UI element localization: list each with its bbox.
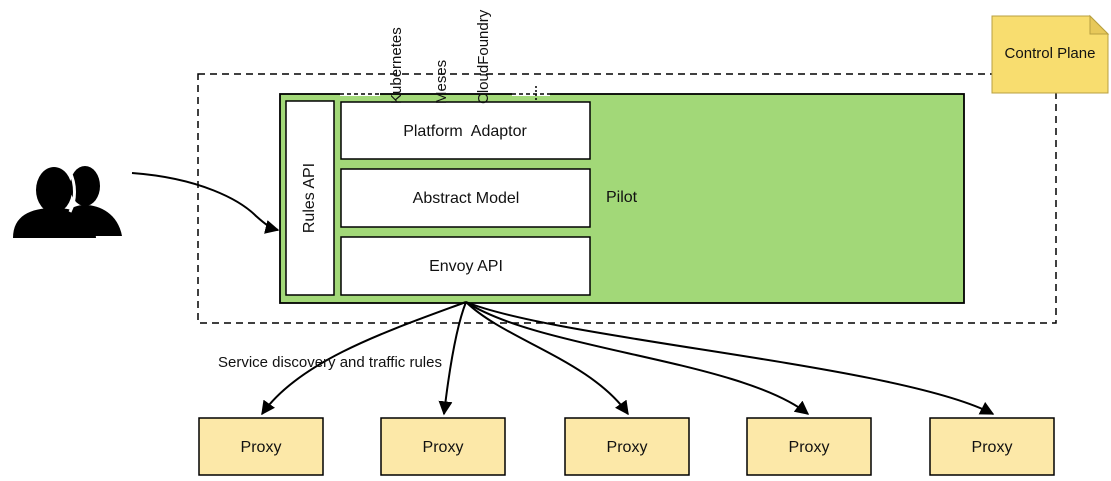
proxy-label-3: Proxy: [607, 439, 648, 456]
proxy-label-1: Proxy: [241, 439, 282, 456]
rules-api-label: Rules API: [301, 163, 318, 233]
envoy-api-label: Envoy API: [429, 258, 503, 275]
proxy-label-4: Proxy: [789, 439, 830, 456]
platform-label-kubernetes: Kubernetes: [388, 27, 405, 104]
proxy-box-2: [380, 417, 506, 476]
platform-label-cloudfoundry: CloudFoundry: [475, 9, 492, 104]
platform-adaptor-box: [340, 101, 591, 160]
platform-label-meses: Meses: [433, 60, 450, 104]
service-discovery-label: Service discovery and traffic rules: [218, 354, 442, 371]
rules-api-box: [285, 100, 335, 296]
distribution-arrows: [261, 301, 995, 416]
proxy-box-5: [929, 417, 1055, 476]
proxy-label-5: Proxy: [972, 439, 1013, 456]
control-plane-note: [991, 14, 1110, 94]
envoy-api-box: [340, 236, 591, 296]
pilot-label: Pilot: [606, 189, 638, 206]
control-plane-boundary: [197, 73, 1057, 324]
platform-adaptor-label: Platform Adaptor: [403, 123, 527, 140]
users-to-rules-api-arrow: [131, 172, 280, 234]
abstract-model-box: [340, 168, 591, 228]
proxy-box-3: [564, 417, 690, 476]
users-icon: [13, 166, 122, 238]
proxy-box-4: [746, 417, 872, 476]
control-plane-label: Control Plane: [1005, 45, 1096, 62]
platform-plugin-bracket: [340, 86, 550, 102]
abstract-model-label: Abstract Model: [413, 190, 520, 207]
proxy-label-2: Proxy: [423, 439, 464, 456]
proxy-box-1: [198, 417, 324, 476]
